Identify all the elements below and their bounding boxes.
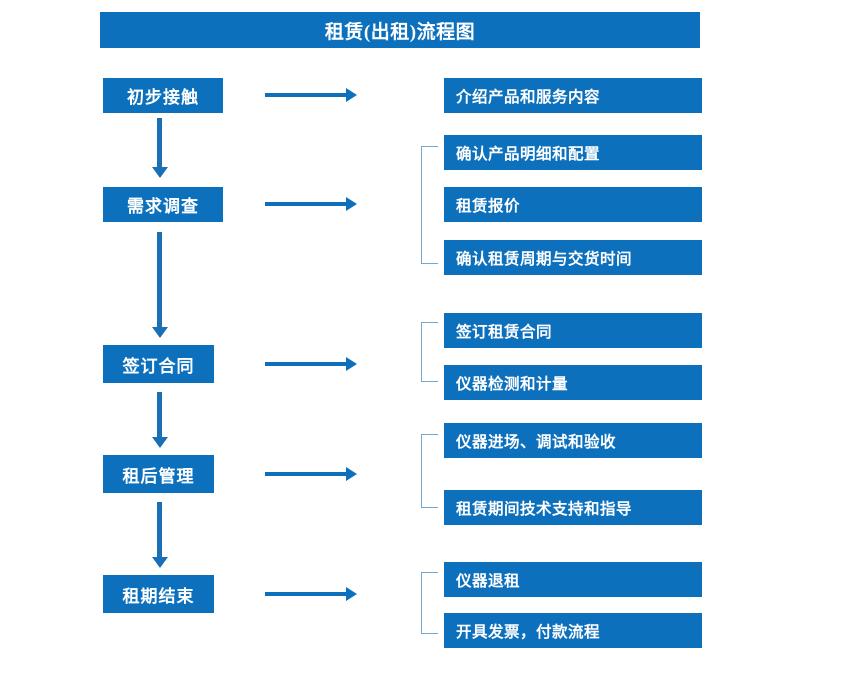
vertical-arrow-needs-to-contract xyxy=(152,232,168,338)
vertical-arrow-contract-to-management xyxy=(152,392,168,448)
detail-box-rental-quotation[interactable]: 租赁报价 xyxy=(444,187,702,222)
bracket-sign-contract-group xyxy=(421,322,438,382)
detail-box-confirm-product-config[interactable]: 确认产品明细和配置 xyxy=(444,135,702,170)
vertical-arrow-management-to-leaseend xyxy=(152,502,168,568)
page-title: 租赁(出租)流程图 xyxy=(100,12,700,48)
bracket-post-rental-group xyxy=(421,434,438,508)
stage-box-needs-survey[interactable]: 需求调查 xyxy=(103,187,223,222)
detail-box-instrument-return[interactable]: 仪器退租 xyxy=(444,562,702,597)
horizontal-arrow-post-rental-management xyxy=(265,467,357,481)
detail-box-technical-support[interactable]: 租赁期间技术支持和指导 xyxy=(444,490,702,525)
horizontal-arrow-needs-survey xyxy=(265,197,357,211)
detail-box-confirm-lease-period[interactable]: 确认租赁周期与交货时间 xyxy=(444,240,702,275)
bracket-lease-end-group xyxy=(421,572,438,634)
stage-box-initial-contact[interactable]: 初步接触 xyxy=(103,78,223,113)
stage-box-sign-contract[interactable]: 签订合同 xyxy=(103,345,214,383)
detail-box-introduce-products[interactable]: 介绍产品和服务内容 xyxy=(444,78,702,113)
stage-box-lease-end[interactable]: 租期结束 xyxy=(103,575,214,613)
detail-box-instrument-inspection[interactable]: 仪器检测和计量 xyxy=(444,365,702,400)
detail-box-invoice-payment[interactable]: 开具发票，付款流程 xyxy=(444,613,702,648)
detail-box-instrument-entry-commissioning[interactable]: 仪器进场、调试和验收 xyxy=(444,423,702,458)
stage-box-post-rental-management[interactable]: 租后管理 xyxy=(103,455,214,493)
horizontal-arrow-lease-end xyxy=(265,587,357,601)
detail-box-sign-lease-contract[interactable]: 签订租赁合同 xyxy=(444,313,702,348)
vertical-arrow-initial-to-needs xyxy=(152,118,168,178)
horizontal-arrow-sign-contract xyxy=(265,357,357,371)
bracket-needs-survey-group xyxy=(421,146,438,264)
horizontal-arrow-initial-contact xyxy=(265,88,357,102)
